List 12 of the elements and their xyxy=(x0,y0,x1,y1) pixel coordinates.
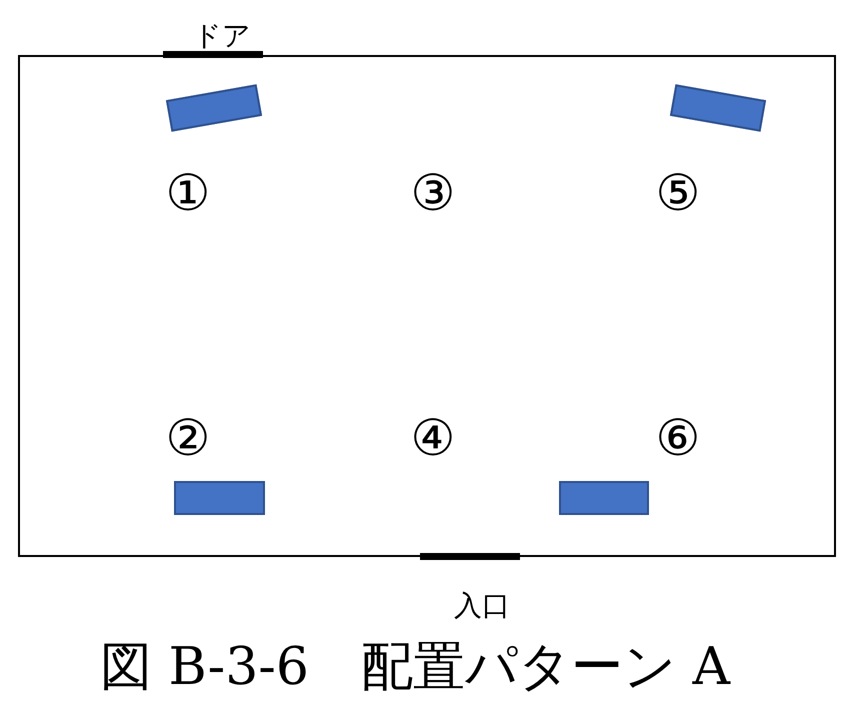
table xyxy=(559,481,649,515)
position-number: ⑥ xyxy=(656,413,700,463)
table xyxy=(174,481,265,515)
position-number: ① xyxy=(166,168,210,218)
entrance-label: 入口 xyxy=(454,592,510,620)
position-number: ④ xyxy=(410,413,456,463)
door-label: ドア xyxy=(193,22,251,50)
caption: 図 B-3-6 配置パターン A xyxy=(100,641,730,693)
room-outline xyxy=(18,55,836,557)
position-number: ② xyxy=(166,413,210,463)
position-number: ③ xyxy=(410,168,456,218)
position-number: ⑤ xyxy=(656,168,700,218)
